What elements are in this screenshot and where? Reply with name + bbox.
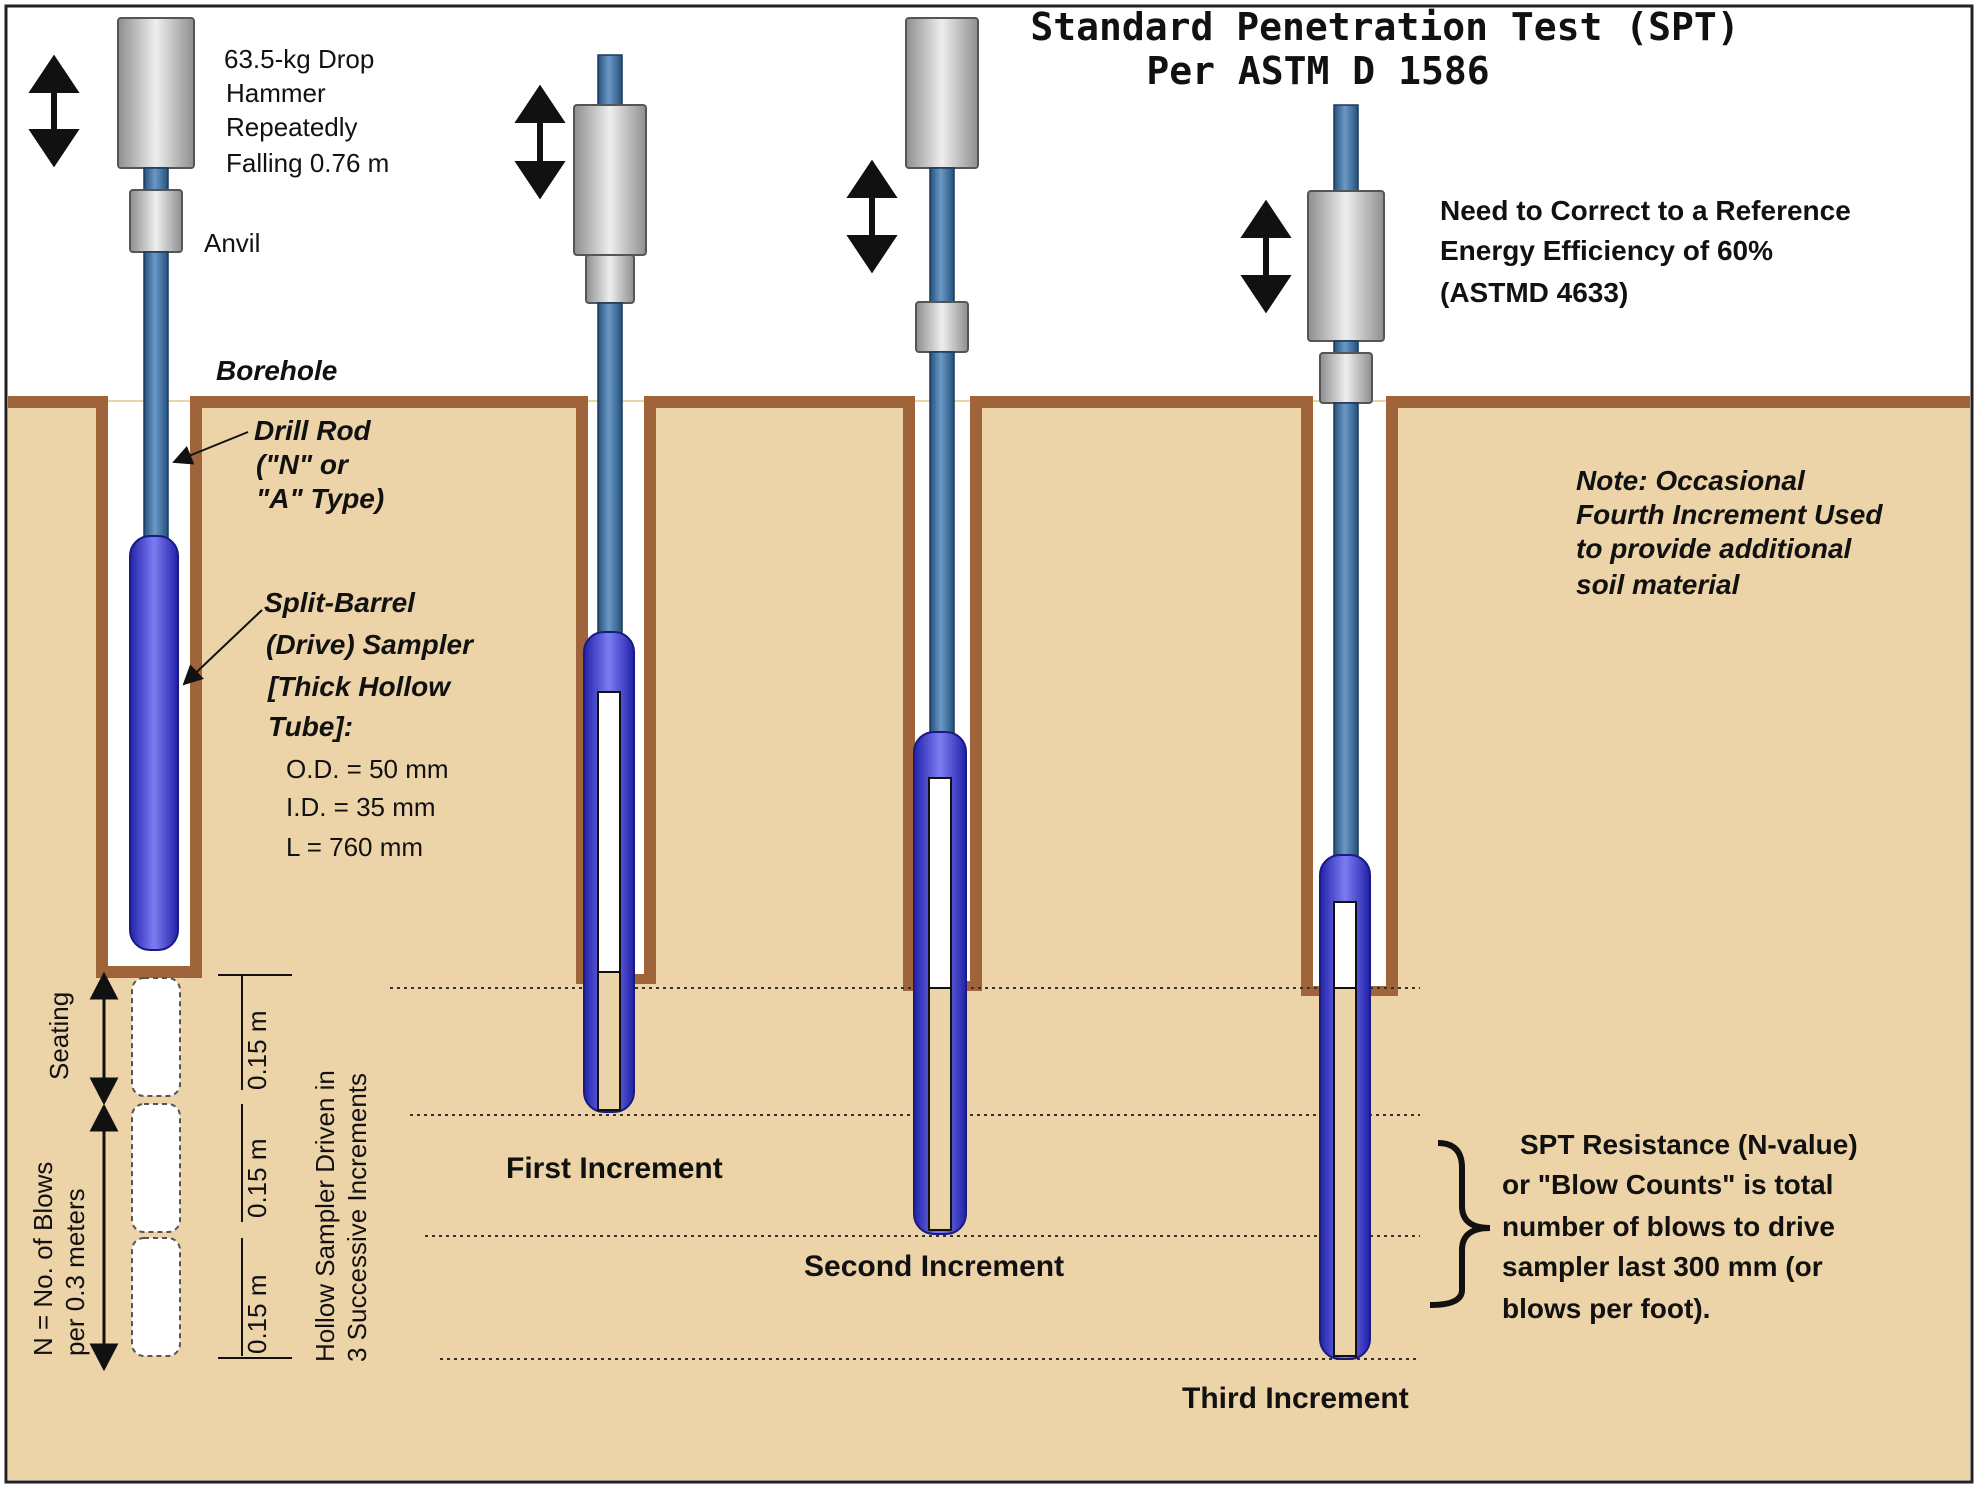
sampler-bore	[597, 691, 621, 973]
sampler-label-3: [Thick Hollow	[267, 671, 452, 702]
second-increment-label: Second Increment	[804, 1250, 1064, 1283]
hollow-sampler-label-1: Hollow Sampler Driven in	[310, 1070, 340, 1362]
leader-lines	[172, 431, 263, 686]
drop-hammer-icon	[1307, 190, 1385, 342]
spt-assembly-third-increment	[1307, 104, 1385, 1360]
hammer-label-1: 63.5-kg Drop	[224, 44, 374, 74]
resistance-line2: or "Blow Counts" is total	[1502, 1169, 1833, 1200]
soil-sample	[597, 971, 621, 1111]
double-arrow-icon	[1240, 199, 1292, 314]
title-line2: Per ASTM D 1586	[1146, 49, 1489, 93]
sampler-label-4: Tube]:	[268, 711, 353, 742]
dim-od: O.D. = 50 mm	[286, 754, 449, 784]
correction-line1: Need to Correct to a Reference	[1440, 195, 1851, 226]
drill-rod-icon	[143, 251, 169, 539]
increment-1-label: 0.15 m	[242, 1011, 272, 1091]
drill-rod-label-1: Drill Rod	[254, 415, 372, 446]
double-arrow-icon	[28, 54, 80, 168]
anvil-icon	[1319, 352, 1373, 404]
anvil-icon	[915, 301, 969, 353]
resistance-line3: number of blows to drive	[1502, 1211, 1835, 1242]
drill-rod-icon	[929, 351, 955, 737]
borehole-label: Borehole	[216, 355, 337, 386]
seating-label: Seating	[44, 992, 74, 1080]
double-arrow-icon	[846, 159, 898, 274]
hammer-motion-arrows	[28, 54, 1292, 314]
anvil-icon	[129, 189, 183, 253]
resistance-line1: SPT Resistance (N-value)	[1520, 1129, 1858, 1160]
drop-hammer-icon	[905, 17, 979, 169]
hammer-label-4: Falling 0.76 m	[226, 148, 389, 178]
note-line1: Note: Occasional	[1576, 465, 1806, 496]
increment-segments	[131, 977, 181, 1357]
drill-rod-pointer	[172, 431, 249, 465]
split-barrel-sampler-icon	[129, 535, 179, 951]
drill-rod-icon	[1333, 402, 1359, 860]
hollow-sampler-label-2: 3 Successive Increments	[342, 1073, 372, 1362]
dim-length: L = 760 mm	[286, 832, 423, 862]
resistance-line5: blows per foot).	[1502, 1293, 1710, 1324]
sampler-bore	[1333, 901, 1357, 989]
n-blows-label-2: per 0.3 meters	[60, 1188, 90, 1356]
anvil-icon	[585, 254, 635, 304]
correction-line3: (ASTMD 4633)	[1440, 277, 1628, 308]
curly-brace-icon	[1429, 1140, 1491, 1308]
soil-layer	[8, 400, 1970, 1480]
soil-sample	[928, 987, 952, 1231]
double-arrow-icon	[514, 84, 566, 200]
title-line1: Standard Penetration Test (SPT)	[1030, 5, 1739, 49]
note-line3: to provide additional	[1576, 533, 1853, 564]
spt-assembly-second-increment	[905, 17, 979, 1235]
sampler-label-1: Split-Barrel	[264, 587, 416, 618]
anvil-label: Anvil	[204, 228, 260, 258]
scale-ticks	[218, 974, 292, 1359]
first-increment-label: First Increment	[506, 1152, 723, 1185]
hammer-label-3: Repeatedly	[226, 112, 358, 142]
note-line4: soil material	[1576, 569, 1741, 600]
spt-assembly-first-increment	[573, 54, 647, 1113]
drill-rod-label-2: ("N" or	[256, 449, 350, 480]
depth-arrows	[89, 971, 119, 1372]
drill-rod-label-3: "A" Type)	[256, 483, 384, 514]
soil-sample	[1333, 987, 1357, 1357]
sampler-label-2: (Drive) Sampler	[266, 629, 475, 660]
drop-hammer-icon	[573, 104, 647, 256]
note-line2: Fourth Increment Used	[1576, 499, 1883, 530]
hammer-label-2: Hammer	[226, 78, 326, 108]
spt-assembly-initial	[117, 17, 195, 951]
dim-id: I.D. = 35 mm	[286, 792, 436, 822]
third-increment-label: Third Increment	[1182, 1382, 1409, 1415]
n-blows-label-1: N = No. of Blows	[28, 1162, 58, 1356]
correction-line2: Energy Efficiency of 60%	[1440, 235, 1773, 266]
drop-hammer-icon	[117, 17, 195, 169]
drill-rod-icon	[597, 302, 623, 636]
sampler-pointer	[182, 609, 263, 686]
sampler-bore	[928, 777, 952, 989]
increment-2-label: 0.15 m	[242, 1139, 272, 1219]
increment-3-label: 0.15 m	[242, 1275, 272, 1355]
resistance-line4: sampler last 300 mm (or	[1502, 1251, 1823, 1282]
